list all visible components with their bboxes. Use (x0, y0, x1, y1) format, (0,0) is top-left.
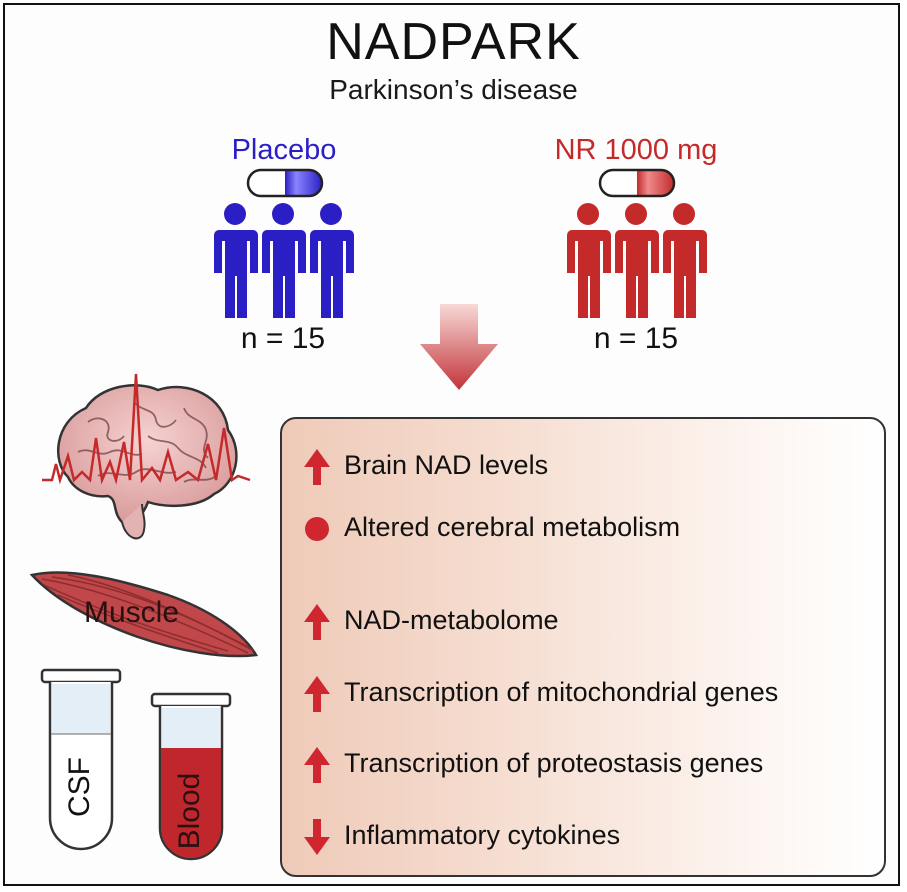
dot-icon (305, 517, 329, 541)
result-item: Inflammatory cytokines (282, 817, 882, 857)
placebo-people-icon (214, 203, 354, 318)
up-arrow-icon (304, 449, 330, 485)
down-arrow-icon (304, 819, 330, 855)
muscle-label: Muscle (84, 596, 180, 629)
result-text: Transcription of mitochondrial genes (344, 677, 779, 707)
nr-n-label: n = 15 (593, 322, 679, 355)
csf-label: CSF (63, 757, 96, 817)
result-item: NAD-metabolome (282, 602, 882, 642)
results-panel: Brain NAD levels Altered cerebral metabo… (280, 417, 886, 877)
nr-label: NR 1000 mg (554, 134, 718, 166)
result-text: Brain NAD levels (344, 450, 549, 480)
up-arrow-icon (304, 747, 330, 783)
brain-icon (42, 373, 251, 540)
result-text: Inflammatory cytokines (344, 820, 621, 850)
result-item: Transcription of mitochondrial genes (282, 674, 882, 714)
nr-people-icon (567, 203, 707, 318)
blood-label: Blood (173, 772, 206, 850)
page-title: NADPARK (326, 13, 581, 71)
result-text: NAD-metabolome (344, 605, 559, 635)
result-item: Altered cerebral metabolism (282, 509, 882, 549)
placebo-n-label: n = 15 (240, 322, 326, 355)
placebo-capsule-icon (246, 168, 324, 198)
up-arrow-icon (304, 676, 330, 712)
down-arrow-large-icon (420, 304, 498, 390)
result-item: Transcription of proteostasis genes (282, 745, 882, 785)
up-arrow-icon (304, 604, 330, 640)
csf-tube-icon (40, 668, 122, 851)
muscle-icon (29, 571, 259, 658)
placebo-label: Placebo (231, 134, 337, 166)
page-subtitle: Parkinson’s disease (329, 74, 578, 105)
blood-tube-icon (150, 692, 232, 861)
result-item: Brain NAD levels (282, 447, 882, 487)
result-text: Transcription of proteostasis genes (344, 748, 764, 778)
result-text: Altered cerebral metabolism (344, 512, 681, 542)
nr-capsule-icon (598, 168, 676, 198)
